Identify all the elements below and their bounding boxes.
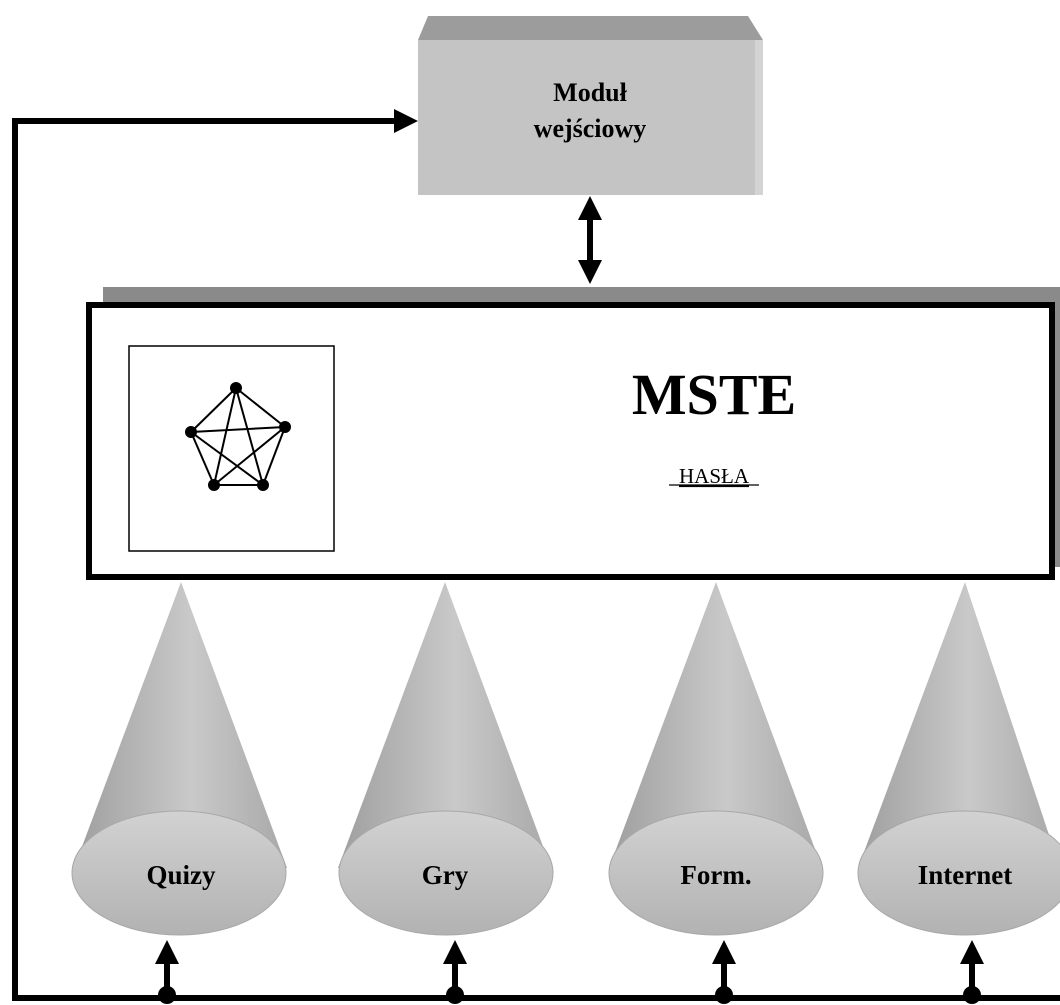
cone-label-quizy: Quizy <box>146 860 216 890</box>
input-module-label-line1: Moduł <box>553 78 627 107</box>
arrow-up-form <box>712 940 736 1004</box>
arrow-up-quizy <box>155 940 179 1004</box>
input-module-label-line2: wejściowy <box>534 114 647 143</box>
main-box-subtitle: HASŁA <box>679 464 750 488</box>
cone-label-form: Form. <box>680 860 751 890</box>
cone-label-gry: Gry <box>422 860 469 890</box>
network-graph-icon <box>128 345 335 552</box>
cone-input-arrows <box>155 940 984 1004</box>
main-box-title: MSTE <box>632 362 796 427</box>
arrow-up-internet <box>960 940 984 1004</box>
cone-label-internet: Internet <box>918 860 1012 890</box>
cone-internet: Internet <box>857 582 1060 936</box>
cone-form: Form. <box>608 582 824 936</box>
arrow-to-input-module <box>394 109 418 133</box>
arrow-up-gry <box>443 940 467 1004</box>
input-module-box: Moduł wejściowy <box>418 16 763 195</box>
double-arrow-connector <box>578 196 602 284</box>
cone-quizy: Quizy <box>71 582 287 936</box>
cone-gry: Gry <box>338 582 554 936</box>
feedback-loop <box>12 118 1060 1001</box>
